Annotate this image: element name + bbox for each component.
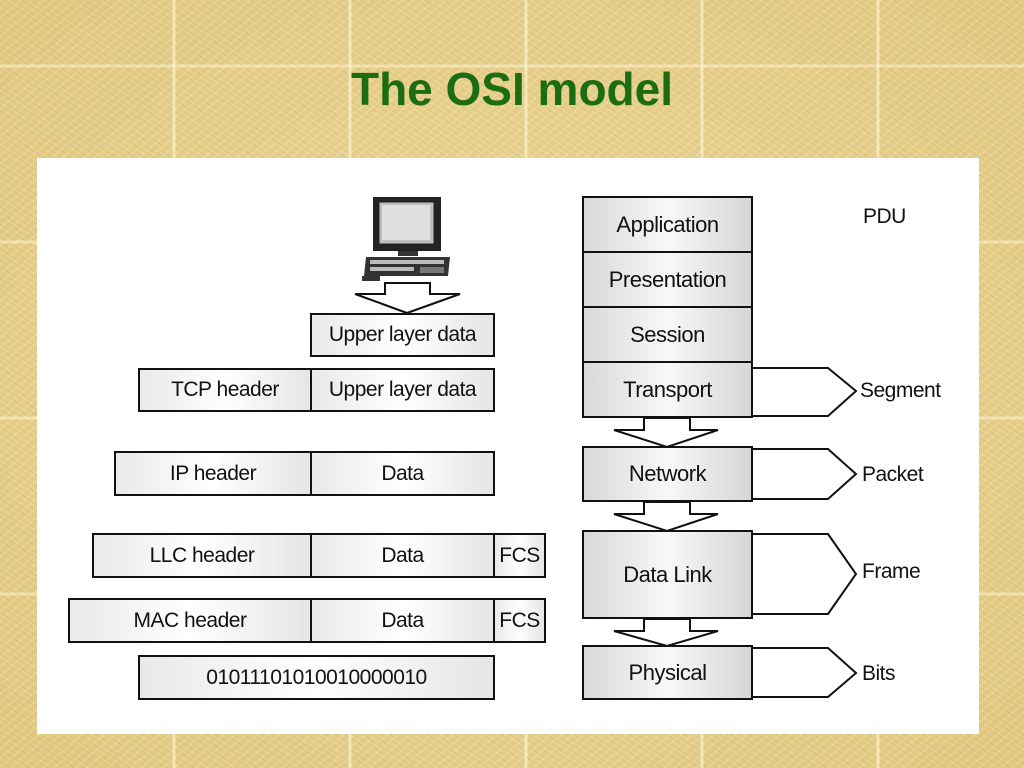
mac-header-cell: MAC header bbox=[68, 598, 312, 643]
mac-data-cell: Data bbox=[310, 598, 495, 643]
llc-data-text: Data bbox=[381, 543, 424, 567]
ip-data-text: Data bbox=[381, 461, 424, 485]
pdu-bits-label: Bits bbox=[862, 662, 896, 685]
upper-layer-data-text: Upper layer data bbox=[328, 323, 477, 346]
diagram-panel: Upper layer data TCP header Upper layer … bbox=[37, 158, 979, 734]
tcp-upper-layer-data-cell: Upper layer data bbox=[310, 368, 495, 412]
mac-data-text: Data bbox=[381, 608, 424, 632]
layer-transport-label: Transport bbox=[623, 376, 712, 402]
mac-header-text: MAC header bbox=[133, 608, 247, 632]
layer-application-label: Application bbox=[616, 211, 719, 237]
diagram-connectors bbox=[354, 282, 858, 698]
layer-network-label: Network bbox=[628, 461, 707, 486]
pdu-packet-label: Packet bbox=[862, 463, 924, 486]
computer-icon bbox=[362, 197, 450, 281]
packet-brace bbox=[752, 448, 858, 500]
slide-title: The OSI model bbox=[350, 63, 674, 115]
upper-layer-data-cell: Upper layer data bbox=[310, 313, 495, 357]
ip-header-cell: IP header bbox=[114, 451, 312, 496]
mac-fcs-text: FCS bbox=[499, 608, 540, 632]
pdu-segment-label: Segment bbox=[860, 379, 941, 402]
layer-transport: Transport bbox=[582, 361, 753, 418]
down-arrow-datalink-physical bbox=[613, 618, 719, 648]
layer-physical: Physical bbox=[582, 645, 753, 700]
llc-header-text: LLC header bbox=[149, 543, 255, 567]
frame-brace bbox=[752, 533, 858, 615]
layer-presentation-label: Presentation bbox=[608, 266, 727, 292]
layer-data-link: Data Link bbox=[582, 530, 753, 619]
tcp-upper-layer-data-text: Upper layer data bbox=[328, 378, 477, 401]
layer-application: Application bbox=[582, 196, 753, 253]
layer-session: Session bbox=[582, 306, 753, 363]
down-arrow-computer bbox=[354, 282, 461, 315]
layer-data-link-label: Data Link bbox=[623, 561, 712, 587]
down-arrow-network-datalink bbox=[613, 501, 719, 533]
mac-fcs-cell: FCS bbox=[493, 598, 546, 643]
tcp-header-text: TCP header bbox=[171, 378, 279, 401]
bit-stream-cell: 01011101010010000010 bbox=[138, 655, 495, 700]
layer-physical-label: Physical bbox=[628, 659, 707, 685]
layer-session-label: Session bbox=[630, 321, 705, 347]
llc-fcs-text: FCS bbox=[499, 543, 540, 567]
pdu-heading: PDU bbox=[863, 205, 906, 228]
pdu-frame-label: Frame bbox=[862, 560, 921, 583]
layer-network: Network bbox=[582, 446, 753, 502]
llc-data-cell: Data bbox=[310, 533, 495, 578]
down-arrow-transport-network bbox=[613, 417, 719, 449]
ip-header-text: IP header bbox=[169, 461, 257, 485]
bits-brace bbox=[752, 647, 858, 698]
tcp-header-cell: TCP header bbox=[138, 368, 312, 412]
llc-header-cell: LLC header bbox=[92, 533, 312, 578]
ip-data-cell: Data bbox=[310, 451, 495, 496]
segment-brace bbox=[752, 367, 858, 417]
bit-stream-text: 01011101010010000010 bbox=[206, 665, 427, 689]
llc-fcs-cell: FCS bbox=[493, 533, 546, 578]
layer-presentation: Presentation bbox=[582, 251, 753, 308]
